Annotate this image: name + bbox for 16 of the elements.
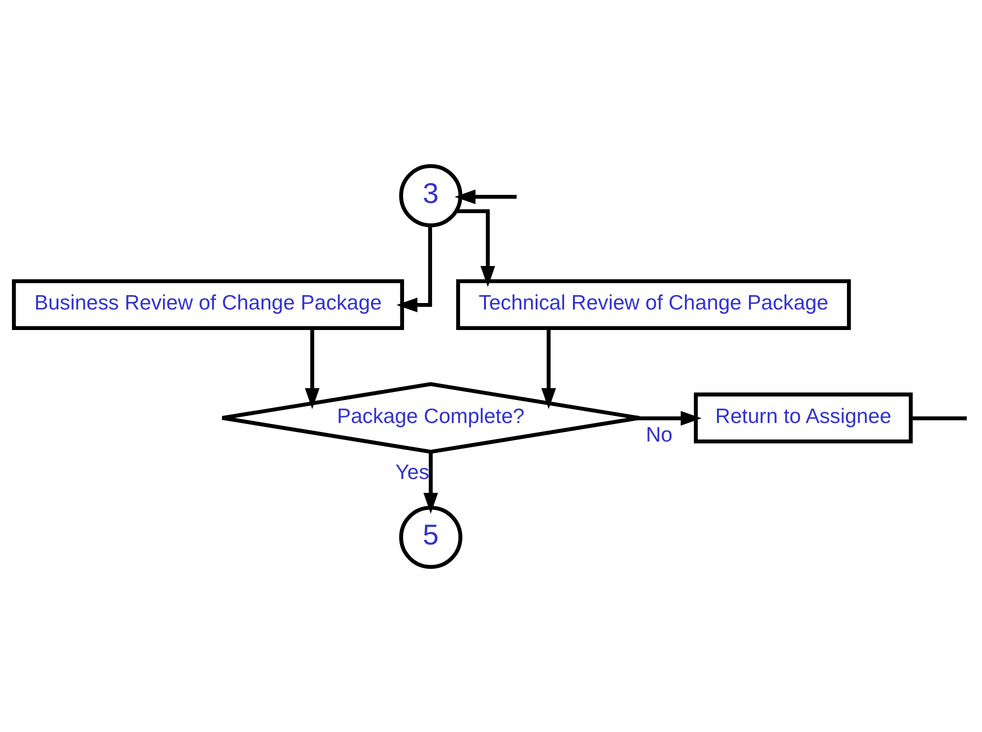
node-box: Technical Review of Change Package <box>456 278 851 330</box>
node-circle: 5 <box>399 505 462 568</box>
arrow <box>454 189 517 204</box>
node-box: Return to Assignee <box>694 392 913 443</box>
edge-label: No <box>646 423 672 446</box>
arrow <box>304 328 320 409</box>
node-circle: 3 <box>399 164 462 227</box>
arrow <box>637 410 702 426</box>
connector <box>910 416 967 420</box>
arrow <box>396 225 432 312</box>
node-box: Business Review of Change Package <box>12 278 404 330</box>
arrow <box>423 451 438 514</box>
node-diamond: Package Complete? <box>220 382 642 454</box>
arrow <box>541 328 556 409</box>
arrow <box>456 208 496 286</box>
edge-label: Yes <box>395 460 430 484</box>
